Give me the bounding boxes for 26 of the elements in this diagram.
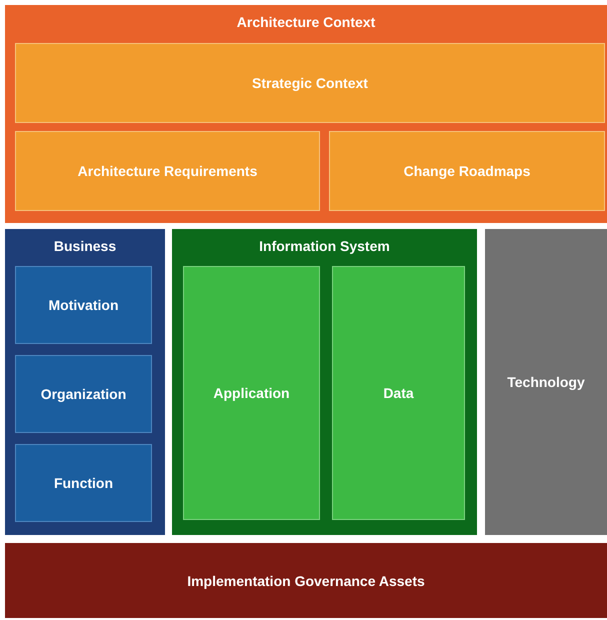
box-label: Strategic Context <box>251 75 369 91</box>
component-box <box>15 43 605 123</box>
box-label: Motivation <box>48 297 120 313</box>
layer-panel <box>5 229 165 535</box>
component-box <box>485 229 607 535</box>
layer-panel <box>5 5 607 223</box>
panel-heading: Architecture Context <box>236 14 376 30</box>
component-box <box>15 355 152 433</box>
component-box <box>15 444 152 522</box>
component-box <box>329 131 605 211</box>
component-box <box>15 131 320 211</box>
panel-heading: Information System <box>258 238 391 254</box>
component-box <box>15 266 152 344</box>
box-label: Architecture Requirements <box>76 163 258 179</box>
box-label: Implementation Governance Assets <box>186 572 426 588</box>
layer-panel <box>172 229 477 535</box>
component-box <box>183 266 320 520</box>
box-label: Application <box>212 385 291 401</box>
box-label: Data <box>382 385 415 401</box>
box-label: Technology <box>506 374 586 390</box>
component-box <box>332 266 465 520</box>
box-label: Function <box>52 475 114 491</box>
panel-heading: Business <box>52 238 118 254</box>
box-label: Change Roadmaps <box>402 163 532 179</box>
component-box <box>5 543 607 618</box>
box-label: Organization <box>40 386 128 402</box>
